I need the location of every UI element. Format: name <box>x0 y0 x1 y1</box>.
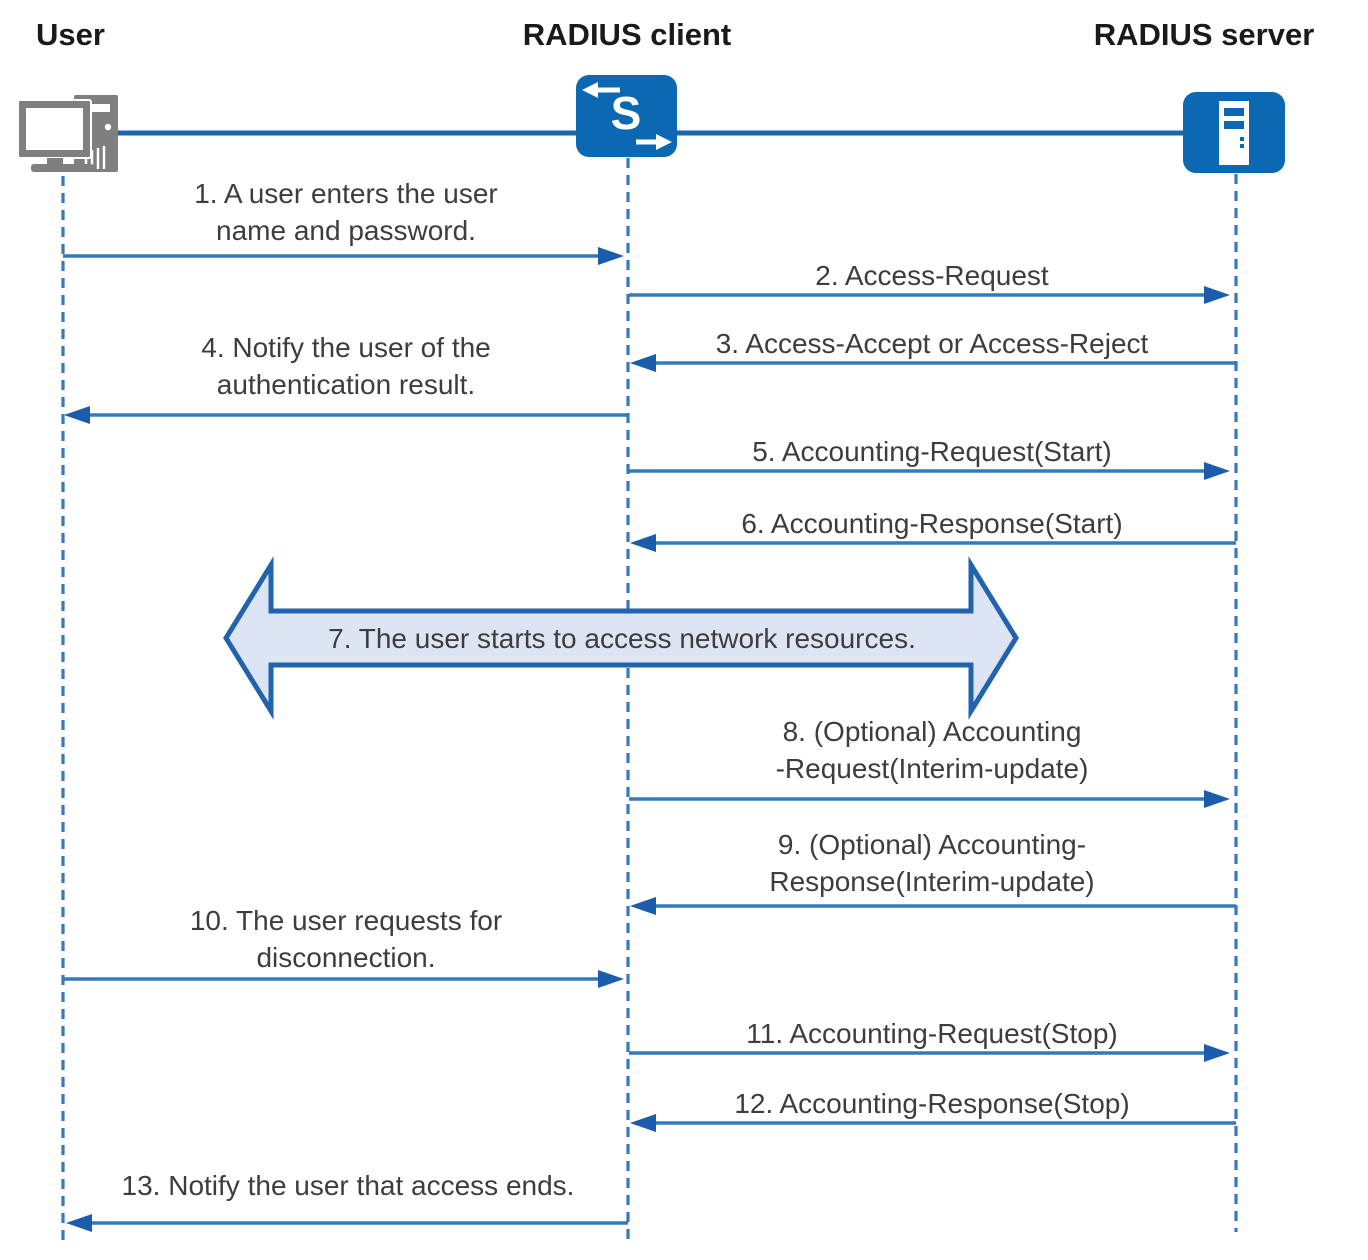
message-13: 13. Notify the user that access ends. <box>66 1170 628 1232</box>
actor-label-user: User <box>36 17 105 52</box>
message-2-arrowhead <box>1204 286 1230 304</box>
message-9-label-line1: 9. (Optional) Accounting- <box>778 829 1086 860</box>
message-11: 11. Accounting-Request(Stop) <box>629 1018 1230 1062</box>
message-12-label: 12. Accounting-Response(Stop) <box>734 1088 1129 1119</box>
message-5-label: 5. Accounting-Request(Start) <box>752 436 1112 467</box>
message-4-label-line1: 4. Notify the user of the <box>201 332 491 363</box>
computer-screen <box>26 108 83 150</box>
computer-tower-slot <box>82 104 110 112</box>
message-7-label: 7. The user starts to access network res… <box>328 623 916 654</box>
message-10-label-line1: 10. The user requests for <box>190 905 502 936</box>
message-1-arrowhead <box>598 247 624 265</box>
message-1-label-line2: name and password. <box>216 215 476 246</box>
message-6-label: 6. Accounting-Response(Start) <box>741 508 1122 539</box>
message-3: 3. Access-Accept or Access-Reject <box>630 328 1236 372</box>
message-5: 5. Accounting-Request(Start) <box>629 436 1230 480</box>
message-1: 1. A user enters the user name and passw… <box>63 178 624 265</box>
message-2-label: 2. Access-Request <box>815 260 1049 291</box>
message-3-label: 3. Access-Accept or Access-Reject <box>716 328 1149 359</box>
message-11-label: 11. Accounting-Request(Stop) <box>746 1018 1117 1049</box>
server-led-1 <box>1240 137 1244 141</box>
message-1-label-line1: 1. A user enters the user <box>194 178 498 209</box>
switch-arrow-left-head <box>582 82 598 98</box>
message-12: 12. Accounting-Response(Stop) <box>630 1088 1236 1132</box>
computer-base <box>31 164 94 172</box>
message-10: 10. The user requests for disconnection. <box>63 905 624 988</box>
message-6-arrowhead <box>630 534 656 552</box>
message-4: 4. Notify the user of the authentication… <box>64 332 628 424</box>
message-5-arrowhead <box>1204 462 1230 480</box>
message-8-label-line1: 8. (Optional) Accounting <box>783 716 1082 747</box>
message-8-arrowhead <box>1204 790 1230 808</box>
message-13-label: 13. Notify the user that access ends. <box>122 1170 575 1201</box>
message-13-arrowhead <box>66 1214 92 1232</box>
message-7: 7. The user starts to access network res… <box>223 556 1019 720</box>
message-3-arrowhead <box>630 354 656 372</box>
computer-icon <box>17 95 118 172</box>
actor-label-radius-server: RADIUS server <box>1094 17 1315 52</box>
message-8: 8. (Optional) Accounting -Request(Interi… <box>629 716 1230 808</box>
message-9-label-line2: Response(Interim-update) <box>769 866 1094 897</box>
message-7-banner-arrow <box>223 556 1019 720</box>
message-12-arrowhead <box>630 1114 656 1132</box>
computer-tower-button <box>104 123 112 131</box>
switch-letter: S <box>611 87 642 139</box>
server-slot-1 <box>1224 108 1244 116</box>
switch-icon: S <box>576 75 677 157</box>
switch-arrow-right-head <box>656 134 672 150</box>
message-9: 9. (Optional) Accounting- Response(Inter… <box>630 829 1236 915</box>
server-icon <box>1183 92 1285 173</box>
message-4-label-line2: authentication result. <box>217 369 475 400</box>
actor-label-radius-client: RADIUS client <box>523 17 731 52</box>
message-10-arrowhead <box>598 970 624 988</box>
message-10-label-line2: disconnection. <box>256 942 435 973</box>
computer-stand <box>47 158 63 165</box>
server-slot-2 <box>1224 121 1244 129</box>
message-8-label-line2: -Request(Interim-update) <box>776 753 1089 784</box>
message-9-arrowhead <box>630 897 656 915</box>
server-led-2 <box>1240 144 1244 148</box>
message-11-arrowhead <box>1204 1044 1230 1062</box>
message-2: 2. Access-Request <box>629 260 1230 304</box>
message-4-arrowhead <box>64 406 90 424</box>
switch-body <box>576 75 677 157</box>
message-6: 6. Accounting-Response(Start) <box>630 508 1236 552</box>
